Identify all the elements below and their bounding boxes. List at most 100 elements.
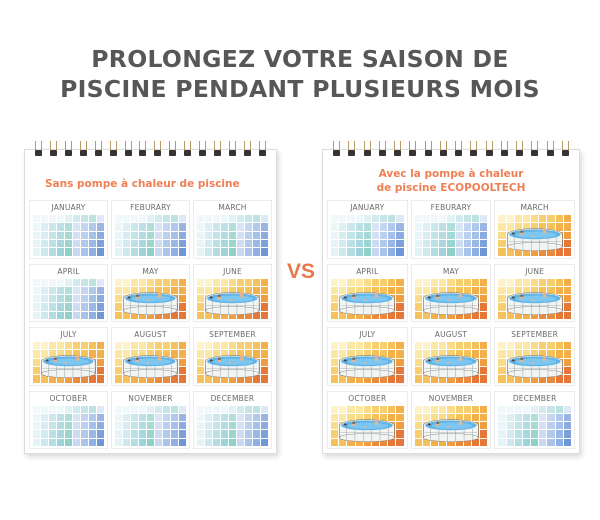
day-tile [65, 405, 72, 413]
day-tile [155, 342, 162, 350]
day-tile [33, 366, 40, 375]
day-tile [261, 342, 268, 350]
day-tile [347, 215, 355, 223]
day-tile [371, 248, 380, 256]
day-tile [414, 239, 422, 248]
day-tile [422, 405, 431, 413]
day-tile [237, 405, 244, 413]
month-may: MAY [410, 263, 492, 322]
pool-icon [203, 291, 262, 316]
spiral-binding [333, 141, 569, 159]
day-tile [555, 215, 563, 223]
day-tile [197, 286, 204, 295]
day-tile [131, 239, 138, 248]
month-name: OCTOBER [49, 393, 88, 403]
day-tile [197, 438, 204, 446]
ring-wire [470, 141, 478, 150]
day-tile [388, 342, 396, 350]
day-tile [498, 286, 506, 295]
day-tile [33, 350, 40, 358]
day-tile [514, 422, 522, 430]
day-tile [555, 350, 563, 358]
month-november: NOVEMBER [111, 390, 190, 449]
month-name: MARCH [520, 203, 549, 212]
month-july: JULY [327, 327, 408, 386]
day-tile [388, 286, 396, 295]
day-tile [514, 223, 522, 231]
ring-hole [546, 150, 554, 156]
day-tile [531, 342, 539, 350]
ring-hole [439, 150, 447, 156]
day-tile [471, 438, 480, 446]
day-tile [115, 350, 122, 358]
day-tile [81, 311, 88, 319]
day-tile [41, 311, 48, 319]
day-tile [155, 231, 162, 239]
day-tile [115, 278, 122, 286]
day-tile [115, 438, 122, 446]
day-tile [147, 350, 154, 358]
day-tile [97, 223, 104, 231]
day-tile [555, 375, 563, 383]
month-name: FEBURARY [130, 203, 171, 212]
day-tile [414, 422, 422, 430]
day-tile [41, 223, 48, 231]
day-tile [97, 342, 104, 350]
day-tile [563, 422, 571, 430]
day-tile [197, 248, 204, 256]
day-tile [422, 231, 431, 239]
day-tile [49, 286, 56, 295]
month-april: APRIL [327, 263, 408, 322]
day-tile [422, 215, 431, 223]
day-tile [73, 430, 80, 438]
day-tile [414, 342, 422, 350]
day-tile [563, 303, 571, 311]
day-tile [539, 430, 547, 438]
day-tile [221, 239, 228, 248]
day-tile [414, 430, 422, 438]
day-tile [522, 438, 531, 446]
day-tile [221, 413, 228, 422]
day-tile [363, 405, 371, 413]
day-tile [131, 405, 138, 413]
day-tile [414, 223, 422, 231]
day-tile [339, 248, 347, 256]
day-tile [123, 278, 130, 286]
day-tile [73, 438, 80, 446]
day-tile [396, 438, 404, 446]
day-tile [506, 286, 514, 295]
day-tile [371, 286, 380, 295]
day-tile [388, 375, 396, 383]
day-tile [147, 215, 154, 223]
day-tile [97, 430, 104, 438]
day-tile [123, 248, 130, 256]
ring-hole [394, 150, 402, 156]
day-tile [97, 311, 104, 319]
day-tile [179, 231, 186, 239]
day-tile [139, 239, 146, 248]
day-tile [363, 286, 371, 295]
day-tile [339, 311, 347, 319]
day-tile [439, 278, 447, 286]
day-tile [547, 375, 555, 383]
day-tile [81, 413, 88, 422]
day-tile [237, 430, 244, 438]
day-tile [253, 278, 260, 286]
temperature-tiles [498, 405, 571, 446]
day-tile [514, 413, 522, 422]
ring-wire [184, 141, 192, 150]
day-tile [414, 413, 422, 422]
day-tile [331, 375, 339, 383]
day-tile [73, 405, 80, 413]
ring-wire [79, 141, 87, 150]
ring-hole [49, 150, 57, 156]
month-name: AUGUST [134, 330, 167, 339]
day-tile [57, 342, 64, 350]
day-tile [213, 286, 220, 295]
day-tile [514, 405, 522, 413]
day-tile [115, 358, 122, 366]
day-tile [480, 422, 488, 430]
day-tile [139, 413, 146, 422]
day-tile [261, 248, 268, 256]
day-tile [380, 375, 388, 383]
